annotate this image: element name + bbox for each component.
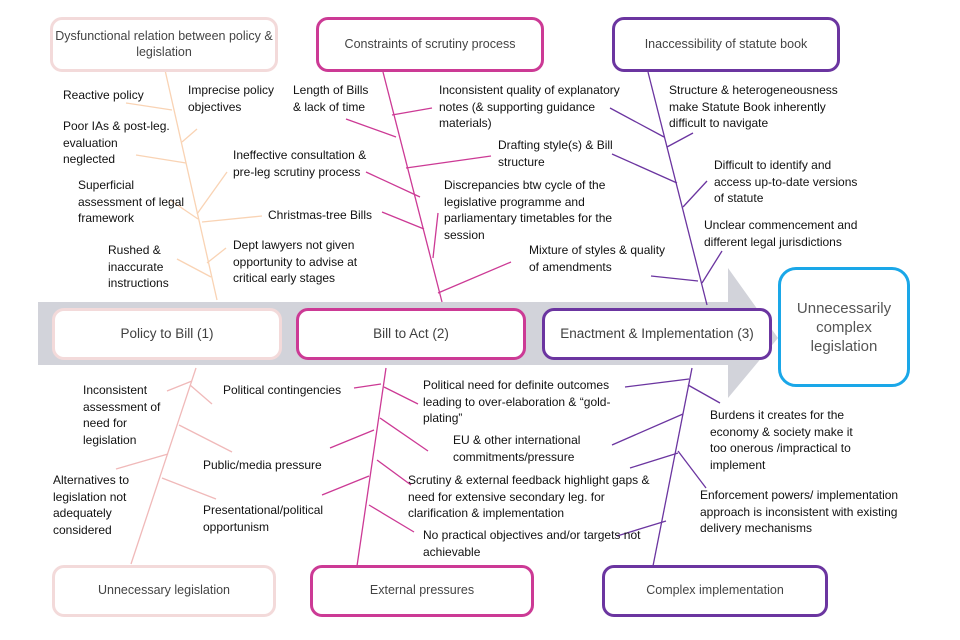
cause-label: Mixture of styles & quality of amendment… xyxy=(529,243,666,274)
stage-policy-to-bill: Policy to Bill (1) xyxy=(52,308,282,360)
stage-enactment-implementation: Enactment & Implementation (3) xyxy=(542,308,772,360)
cause-label: Superficial assessment of legal framewor… xyxy=(78,178,185,225)
cause-label: Political need for definite outcomes lea… xyxy=(423,378,611,425)
spine-1-top xyxy=(125,69,263,301)
outcome-box: Unnecessarily complex legislation xyxy=(778,267,910,387)
category-scrutiny-constraints: Constraints of scrutiny process xyxy=(316,17,544,72)
cause-label: Difficult to identify and access up-to-d… xyxy=(714,158,858,205)
cause-label: EU & other international commitments/pre… xyxy=(453,433,581,464)
category-unnecessary-legislation: Unnecessary legislation xyxy=(52,565,276,617)
spine-2-bottom xyxy=(321,367,429,567)
cause-label: No practical objectives and/or targets n… xyxy=(423,528,641,559)
spine-3-bottom xyxy=(611,367,721,567)
spine-3-top xyxy=(609,71,723,306)
cause-label: Burdens it creates for the economy & soc… xyxy=(710,408,853,472)
cause-label: Reactive policy xyxy=(63,88,144,102)
cause-label: Discrepancies btw cycle of the legislati… xyxy=(444,178,613,242)
cause-label: Christmas-tree Bills xyxy=(268,208,373,222)
cause-label: Inconsistent quality of explanatory note… xyxy=(439,83,620,130)
category-external-pressures: External pressures xyxy=(310,565,534,617)
cause-label: Alternatives to legislation not adequate… xyxy=(53,473,130,537)
category-policy-legislation: Dysfunctional relation between policy & … xyxy=(50,17,278,72)
stage-bill-to-act: Bill to Act (2) xyxy=(296,308,526,360)
cause-label: Imprecise policy objectives xyxy=(188,83,275,114)
cause-label: Structure & heterogeneousness make Statu… xyxy=(669,83,838,130)
spine-2-top xyxy=(345,71,512,303)
cause-label: Inconsistent assessment of need for legi… xyxy=(83,383,161,447)
cause-label: Dept lawyers not given opportunity to ad… xyxy=(233,238,358,285)
cause-label: Unclear commencement and different legal… xyxy=(704,218,858,249)
cause-label: Presentational/political opportunism xyxy=(203,503,324,534)
cause-label: Public/media pressure xyxy=(203,458,322,472)
spine-1-bottom xyxy=(115,367,233,565)
category-complex-implementation: Complex implementation xyxy=(602,565,828,617)
cause-label: Ineffective consultation & pre-leg scrut… xyxy=(233,148,367,179)
category-statute-inaccessibility: Inaccessibility of statute book xyxy=(612,17,840,72)
cause-label: Drafting style(s) & Bill structure xyxy=(498,138,613,169)
cause-label: Rushed & inaccurate instructions xyxy=(108,243,169,290)
cause-label: Enforcement powers/ implementation appro… xyxy=(700,488,899,535)
cause-label: Political contingencies xyxy=(223,383,342,397)
cause-label: Scrutiny & external feedback highlight g… xyxy=(408,473,650,520)
cause-label: Length of Bills & lack of time xyxy=(293,83,369,114)
cause-label: Poor IAs & post-leg. evaluation neglecte… xyxy=(63,119,170,166)
